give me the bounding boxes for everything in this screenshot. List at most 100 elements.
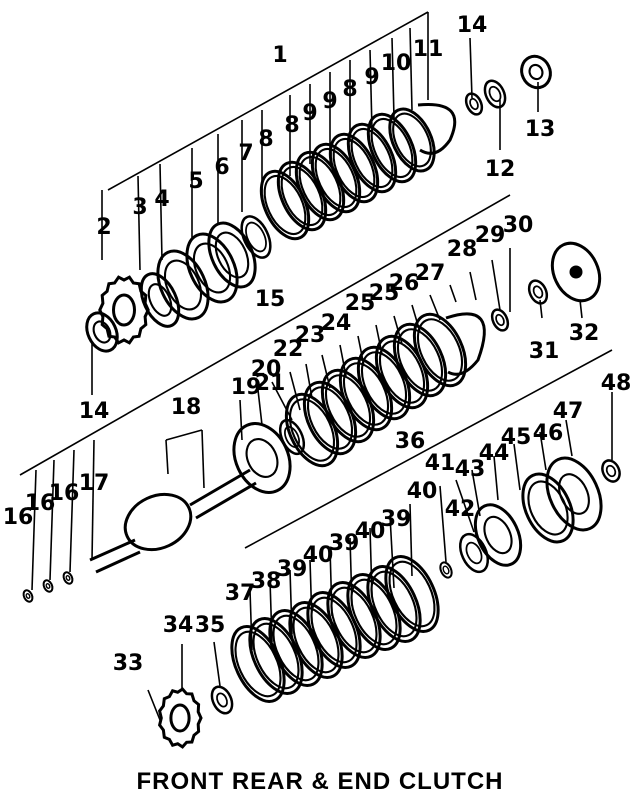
callout-32: 32 [569,321,600,346]
callout-5: 5 [188,169,203,194]
callout-25: 25 [369,281,400,306]
snap-ring-small [439,561,453,579]
callout-44: 44 [479,441,510,466]
callout-18: 18 [171,395,202,420]
callout-39: 39 [381,507,412,532]
front-clutch-hub [98,275,150,345]
callout-8: 8 [258,127,273,152]
callout-24: 24 [321,311,352,336]
leader-line [469,271,477,301]
callout-21: 21 [255,371,286,396]
leader-line [201,429,205,489]
callout-47: 47 [553,399,584,424]
leader-line [393,315,403,345]
leader-line [391,37,395,119]
callout-20: 20 [251,357,282,382]
leader-line [19,194,511,476]
leader-line [271,381,293,421]
clutch-plate [366,112,418,184]
thrust-bearing [601,459,621,483]
callout-39: 39 [329,531,360,556]
clutch-plate [366,565,422,643]
piston [185,232,239,304]
leader-line [244,349,613,549]
callout-31: 31 [529,339,560,364]
diagram-caption: FRONT REAR & END CLUTCH [136,768,504,795]
thrust-washer [464,92,484,116]
leader-lines [19,11,613,721]
callout-13: 13 [525,117,556,142]
callout-46: 46 [533,421,564,446]
seal [458,532,490,574]
leader-line [565,419,573,457]
input-shaft [89,468,257,574]
callout-43: 43 [455,457,486,482]
leader-line [409,27,413,111]
leader-line [455,479,475,533]
callout-2: 2 [96,215,111,240]
seal-ring [42,579,54,593]
callout-10: 10 [381,51,412,76]
callout-37: 37 [225,581,256,606]
callout-40: 40 [407,479,438,504]
leader-line [249,589,253,651]
callout-16: 16 [25,491,56,516]
leader-line [493,455,499,501]
callout-17: 17 [79,471,110,496]
callout-8: 8 [342,77,357,102]
callout-6: 6 [214,155,229,180]
piston [473,503,523,567]
leader-line [491,259,501,311]
callout-25: 25 [345,291,376,316]
callout-11: 11 [413,37,444,62]
leader-line [579,299,583,319]
leader-line [165,429,203,441]
leader-line [369,527,373,597]
leader-line [257,389,263,426]
callout-1: 1 [272,43,287,68]
clutch-plate [346,122,398,194]
leader-line [137,175,141,271]
callout-9: 9 [302,101,317,126]
callout-9: 9 [322,89,337,114]
callout-22: 22 [273,337,304,362]
leader-line [165,439,169,475]
callout-16: 16 [49,481,80,506]
callout-12: 12 [485,157,516,182]
callout-40: 40 [303,543,334,568]
cover-hole [569,265,583,279]
callout-15: 15 [255,287,286,312]
leader-line [349,537,353,607]
retainer [240,215,272,259]
thrust-washer [210,685,234,715]
leader-line [539,299,543,319]
end-clutch-drum [545,456,603,532]
snap-ring [445,312,486,376]
callout-4: 4 [154,187,169,212]
seal-ring [62,571,74,585]
callout-8: 8 [284,113,299,138]
callout-7: 7 [238,141,253,166]
leader-line [409,503,413,577]
leader-line [269,579,273,643]
callout-19: 19 [231,375,262,400]
leader-line [321,354,331,389]
end-cover [550,241,602,303]
parts-drawing [22,54,621,749]
callout-41: 41 [425,451,456,476]
clutch-plate [412,312,468,388]
clutch-plate [392,322,448,398]
leader-line [375,324,383,355]
callout-3: 3 [132,195,147,220]
leader-line [159,163,163,261]
thrust-washer [490,308,510,332]
leader-line [49,459,55,581]
leader-line [107,11,429,191]
callout-35: 35 [195,613,226,638]
callout-29: 29 [475,223,506,248]
seal [520,54,552,90]
callout-45: 45 [501,425,532,450]
callout-27: 27 [415,261,446,286]
